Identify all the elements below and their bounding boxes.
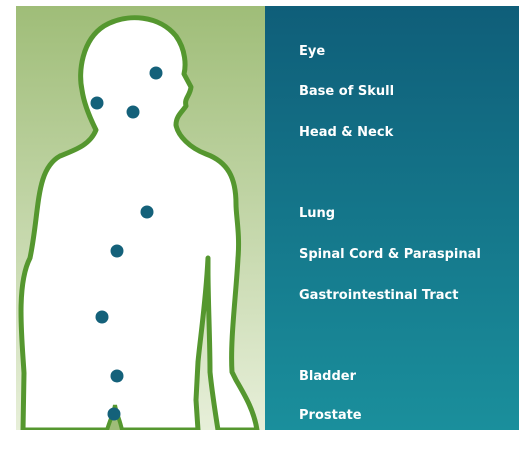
lung-marker (141, 206, 154, 219)
gi-tract-marker (96, 311, 109, 324)
label-head-neck: Head & Neck (299, 125, 393, 140)
base-of-skull-marker (91, 97, 104, 110)
label-base-of-skull: Base of Skull (299, 84, 394, 99)
bladder-marker (111, 370, 124, 383)
eye-marker (150, 67, 163, 80)
prostate-marker (108, 408, 121, 421)
body-silhouette-panel (16, 6, 265, 430)
label-gastrointestinal-tract: Gastrointestinal Tract (299, 288, 458, 303)
label-spinal-cord-paraspinal: Spinal Cord & Paraspinal (299, 247, 481, 262)
label-eye: Eye (299, 44, 325, 59)
label-prostate: Prostate (299, 408, 362, 423)
spinal-cord-marker (111, 245, 124, 258)
label-lung: Lung (299, 206, 335, 221)
head-neck-marker (127, 106, 140, 119)
label-bladder: Bladder (299, 369, 356, 384)
